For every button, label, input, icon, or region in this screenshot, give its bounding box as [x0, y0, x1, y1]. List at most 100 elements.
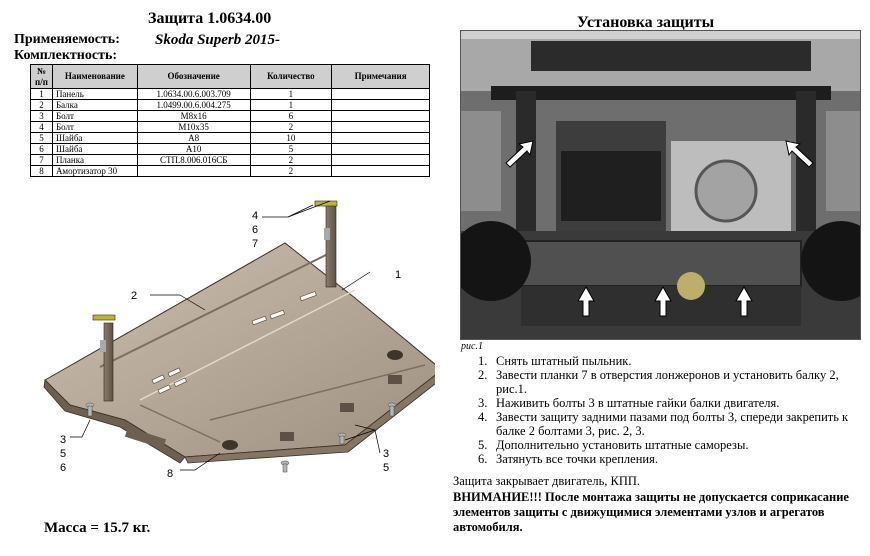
beam-assembly [92, 200, 338, 402]
mount-arrows [505, 140, 814, 317]
cell-name: Болт [51, 121, 138, 133]
list-item: 2. Завести планки 7 в отверстия лонжероно… [478, 368, 863, 396]
kit-label: Комплектность: [14, 48, 118, 63]
cell-name: Шайба [51, 132, 138, 144]
cell-notes [331, 88, 430, 100]
parts-table: № п/п Наименование Обозначение Количеств… [30, 64, 430, 177]
cell-qty: 2 [249, 165, 333, 177]
figure-label: рис.1 [461, 341, 483, 352]
cell-name: Амортизатор 30 [51, 165, 138, 177]
cell-number: 8 [30, 165, 53, 177]
cell-number: 1 [30, 88, 53, 100]
protection-panel [43, 242, 435, 464]
callout-3-right: 3 [383, 448, 389, 460]
applicability-label: Применяемость: [14, 32, 120, 47]
cell-notes [331, 154, 430, 166]
exploded-assembly-drawing: 4 6 7 1 2 3 5 6 8 3 5 [43, 200, 435, 480]
cell-notes [331, 99, 430, 111]
coverage-note: Защита закрывает двигатель, КПП. [453, 474, 641, 488]
cell-name: Балка [51, 99, 138, 111]
step-number: 3. [478, 396, 488, 410]
cell-notes [331, 143, 430, 155]
cell-qty: 2 [249, 121, 333, 133]
step-text: Завести защиту задними пазами под болты … [496, 410, 849, 438]
callout-6-left: 6 [60, 462, 66, 474]
engine-bay-photo-illustration [461, 31, 860, 339]
col-code: Обозначение [136, 64, 251, 89]
document-title: Защита 1.0634.00 [148, 10, 272, 27]
cell-number: 7 [30, 154, 53, 166]
cell-notes [331, 165, 430, 177]
cell-number: 6 [30, 143, 53, 155]
step-number: 2. [478, 368, 488, 382]
callout-5-right: 5 [383, 462, 389, 474]
cell-qty: 1 [249, 99, 333, 111]
cell-qty: 10 [249, 132, 333, 144]
step-text: Дополнительно установить штатные саморез… [496, 438, 749, 452]
cell-code: A8 [136, 132, 251, 144]
cell-code: M10x35 [136, 121, 251, 133]
list-item: 4. Завести защиту задними пазами под болт… [478, 410, 863, 438]
callout-6-top: 6 [252, 224, 258, 236]
cell-code: M8x16 [136, 110, 251, 122]
callout-4: 4 [252, 210, 258, 222]
step-number: 5. [478, 438, 488, 452]
fasteners [85, 402, 397, 473]
cell-name: Планка [51, 154, 138, 166]
cell-number: 2 [30, 99, 53, 111]
callout-3-left: 3 [60, 434, 66, 446]
cell-notes [331, 121, 430, 133]
callout-5-left: 5 [60, 448, 66, 460]
cell-qty: 6 [249, 110, 333, 122]
col-name: Наименование [51, 64, 138, 89]
cell-code: 1.0634.00.6.003.709 [136, 88, 251, 100]
cell-code: СТП.8.006.016СБ [136, 154, 251, 166]
warning-text: ВНИМАНИЕ!!! После монтажа защиты не допу… [453, 490, 849, 534]
cell-number: 3 [30, 110, 53, 122]
cell-number: 5 [30, 132, 53, 144]
step-number: 1. [478, 354, 488, 368]
cell-number: 4 [30, 121, 53, 133]
col-qty: Количество [249, 64, 333, 89]
cell-name: Панель [51, 88, 138, 100]
mass-label: Масса = 15.7 кг. [44, 520, 151, 536]
step-text: Снять штатный пыльник. [496, 354, 632, 368]
col-number: № п/п [30, 64, 53, 89]
cell-notes [331, 110, 430, 122]
list-item: 1. Снять штатный пыльник. [478, 354, 863, 368]
step-number: 4. [478, 410, 488, 424]
step-text: Завести планки 7 в отверстия лонжеронов … [496, 368, 839, 396]
callout-8: 8 [167, 468, 173, 480]
installation-title: Установка защиты [577, 14, 715, 31]
cell-name: Шайба [51, 143, 138, 155]
parts-table-header: № п/п Наименование Обозначение Количеств… [30, 64, 430, 89]
figure-1-photo [460, 30, 861, 340]
callout-1: 1 [395, 269, 401, 281]
cell-code [136, 165, 251, 177]
cell-code: A10 [136, 143, 251, 155]
cell-name: Болт [51, 110, 138, 122]
cell-code: 1.0499.00.6.004.275 [136, 99, 251, 111]
installation-steps: 1. Снять штатный пыльник. 2. Завести планки… [478, 354, 863, 466]
step-text: Наживить болты 3 в штатные гайки балки д… [496, 396, 780, 410]
callout-7: 7 [252, 238, 258, 250]
cell-notes [331, 132, 430, 144]
list-item: 6. Затянуть все точки крепления. [478, 452, 863, 466]
cell-qty: 2 [249, 154, 333, 166]
col-notes: Примечания [331, 64, 430, 89]
step-text: Затянуть все точки крепления. [496, 452, 658, 466]
callout-2: 2 [131, 290, 137, 302]
cell-qty: 5 [249, 143, 333, 155]
list-item: 5. Дополнительно установить штатные самор… [478, 438, 863, 452]
applicability-value: Skoda Superb 2015- [155, 32, 281, 48]
list-item: 3. Наживить болты 3 в штатные гайки балки… [478, 396, 863, 410]
step-number: 6. [478, 452, 488, 466]
